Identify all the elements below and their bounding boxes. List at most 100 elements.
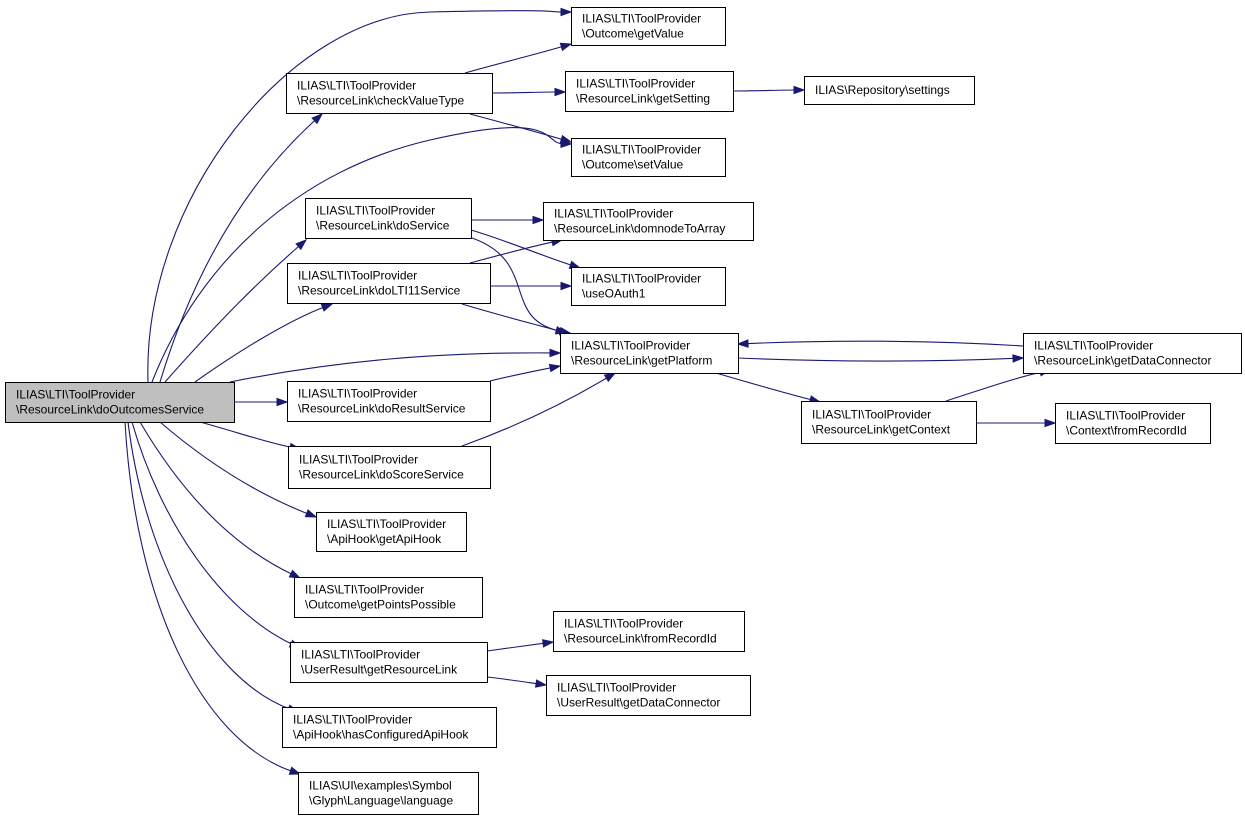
node-rl-checkvaluetype[interactable]: ILIAS\LTI\ToolProvider\ResourceLink\chec… [286,73,493,114]
node-label-line: \ResourceLink\domnodeToArray [554,222,725,236]
node-label-line: \ResourceLink\doService [316,219,450,233]
node-label-line: ILIAS\UI\examples\Symbol [309,779,452,793]
arrowhead-icon [560,7,573,17]
node-context-fromrecordid[interactable]: ILIAS\LTI\ToolProvider\Context\fromRecor… [1055,403,1211,444]
node-outcome-getpointspossible[interactable]: ILIAS\LTI\ToolProvider\Outcome\getPoints… [294,577,483,618]
arrowhead-icon [548,363,562,373]
node-box [543,202,754,241]
node-rl-doscoreservice[interactable]: ILIAS\LTI\ToolProvider\ResourceLink\doSc… [288,446,491,489]
edge-line [461,303,559,332]
node-rl-doresultservice[interactable]: ILIAS\LTI\ToolProvider\ResourceLink\doRe… [287,381,491,422]
node-label-line: ILIAS\LTI\ToolProvider [564,617,683,631]
edge-line [715,372,813,401]
node-box [571,138,726,177]
node-apihook-getapihook[interactable]: ILIAS\LTI\ToolProvider\ApiHook\getApiHoo… [316,512,467,552]
edge-rl_dolti11service-to-rl_domnodetoarray [469,238,564,264]
node-rl-getdataconnector[interactable]: ILIAS\LTI\ToolProvider\ResourceLink\getD… [1023,333,1242,374]
node-ui-language[interactable]: ILIAS\UI\examples\Symbol\Glyph\Language\… [298,772,479,815]
node-box [298,772,479,815]
edge-rl_dolti11service-to-useoauth1 [489,281,573,291]
edge-root-to-rl_getplatform [229,348,562,383]
node-rl-doservice[interactable]: ILIAS\LTI\ToolProvider\ResourceLink\doSe… [305,198,472,239]
node-label-line: ILIAS\LTI\ToolProvider [305,583,424,597]
node-rl-getplatform[interactable]: ILIAS\LTI\ToolProvider\ResourceLink\getP… [560,333,739,374]
edge-rl_checkvaluetype-to-rl_getsetting [491,87,567,97]
node-label-line: \ResourceLink\doScoreService [299,468,464,482]
node-rl-getsetting[interactable]: ILIAS\LTI\ToolProvider\ResourceLink\getS… [565,71,734,112]
edge-root-to-apihook_getapihook [159,421,318,518]
edge-rl_doscoreservice-to-rl_getplatform [461,372,617,447]
node-box [282,707,497,748]
edge-line [745,340,1024,347]
edge-line [464,45,564,74]
node-label-line: ILIAS\LTI\ToolProvider [299,453,418,467]
node-label-line: \ResourceLink\doLTI11Service [298,284,461,298]
node-rl-getcontext[interactable]: ILIAS\LTI\ToolProvider\ResourceLink\getC… [801,401,977,444]
node-label-line: \ResourceLink\getSetting [576,92,710,106]
node-label-line: ILIAS\LTI\ToolProvider [297,79,416,93]
node-label-line: \ResourceLink\getContext [812,423,951,437]
node-box [571,267,726,306]
node-box [565,71,734,112]
edge-ur_getresourcelink-to-rl_fromrecordid [486,639,555,652]
node-outcome-setvalue[interactable]: ILIAS\LTI\ToolProvider\Outcome\setValue [571,138,726,177]
node-label-line: \ResourceLink\doResultService [298,402,466,416]
edge-line [471,237,563,333]
node-ur-getdataconnector[interactable]: ILIAS\LTI\ToolProvider\UserResult\getDat… [546,675,751,716]
edge-line [124,421,293,772]
node-box [287,263,491,304]
node-rl-domnodetoarray[interactable]: ILIAS\LTI\ToolProvider\ResourceLink\domn… [543,202,754,241]
arrowhead-icon [559,42,573,52]
edge-rl_getdataconnector-to-rl_getplatform [736,339,1024,348]
node-label-line: \UserResult\getDataConnector [557,696,720,710]
node-label-line: ILIAS\LTI\ToolProvider [316,204,435,218]
node-box [1023,333,1242,374]
node-ur-getresourcelink[interactable]: ILIAS\LTI\ToolProvider\UserResult\getRes… [290,642,488,683]
node-label-line: ILIAS\LTI\ToolProvider [301,648,420,662]
node-box [288,446,491,489]
arrowhead-icon [560,281,573,291]
node-label-line: ILIAS\LTI\ToolProvider [293,713,412,727]
node-repo-settings[interactable]: ILIAS\Repository\settings [804,76,975,105]
node-outcome-getvalue[interactable]: ILIAS\LTI\ToolProvider\Outcome\getValue [571,7,726,46]
edge-line [159,118,317,383]
node-box [5,382,235,423]
node-useoauth1[interactable]: ILIAS\LTI\ToolProvider\useOAuth1 [571,267,726,306]
arrowhead-icon [304,509,318,518]
arrowhead-icon [542,639,555,648]
edge-rl_getsetting-to-repo_settings [732,85,806,95]
node-box [290,642,488,683]
node-rl-dolti11service[interactable]: ILIAS\LTI\ToolProvider\ResourceLink\doLT… [287,263,491,304]
edge-line [470,229,573,267]
node-label-line: \Outcome\getValue [582,27,684,41]
edge-line [147,10,564,383]
edge-root-to-outcome_setvalue [151,127,573,383]
edge-root-to-rl_doscoreservice [199,421,302,452]
node-label-line: ILIAS\LTI\ToolProvider [1066,409,1185,423]
edge-rl_checkvaluetype-to-outcome_getvalue [464,42,573,74]
node-root[interactable]: ILIAS\LTI\ToolProvider\ResourceLink\doOu… [5,382,235,423]
node-label-line: \useOAuth1 [582,287,646,301]
nodes-layer: ILIAS\LTI\ToolProvider\ResourceLink\doOu… [5,7,1242,815]
node-rl-fromrecordid[interactable]: ILIAS\LTI\ToolProvider\ResourceLink\from… [553,611,745,652]
edge-line [491,91,558,94]
node-box [287,381,491,422]
edge-rl_doresultservice-to-rl_getplatform [489,363,562,382]
edge-root-to-ui_language [124,421,302,775]
node-box [801,401,977,444]
node-apihook-hasconfigured[interactable]: ILIAS\LTI\ToolProvider\ApiHook\hasConfig… [282,707,497,748]
edge-root-to-rl_doservice [164,239,308,383]
edge-line [139,421,293,576]
edge-line [469,113,564,141]
edge-root-to-apihook_hasconfigured [127,421,300,713]
edge-line [199,421,293,448]
edges-layer [124,7,1057,775]
node-label-line: ILIAS\LTI\ToolProvider [576,77,695,91]
edge-rl_dolti11service-to-rl_getplatform [461,303,568,335]
node-label-line: \ResourceLink\getPlatform [571,354,712,368]
edge-root-to-rl_dolti11service [194,303,334,383]
edge-root-to-rl_checkvaluetype [159,113,324,383]
edge-line [945,371,1043,402]
edge-line [489,367,553,382]
